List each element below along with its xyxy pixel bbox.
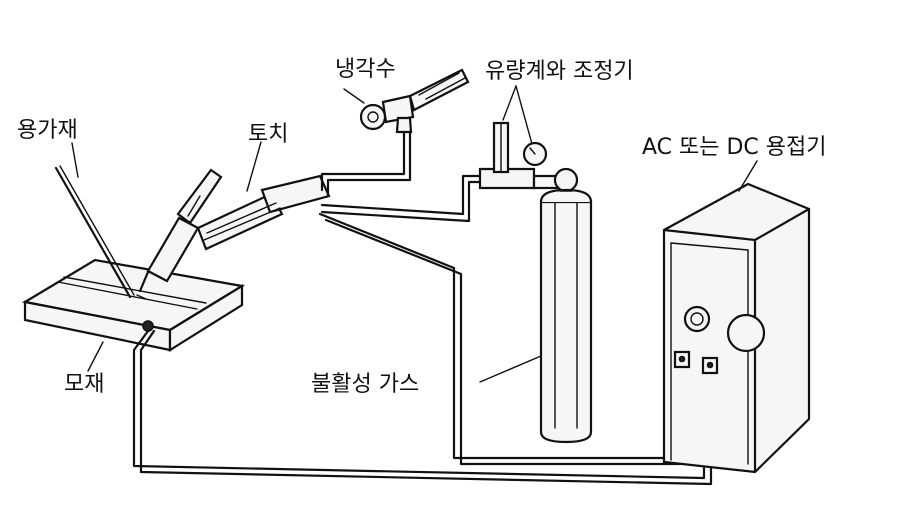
welding-machine bbox=[662, 182, 811, 474]
cooling-water-fitting bbox=[320, 68, 470, 198]
torch-label: 토치 bbox=[248, 122, 289, 147]
filler-rod-label: 용가재 bbox=[17, 118, 78, 143]
filler-rod bbox=[54, 165, 135, 299]
welder-label: AC 또는 DC 용접기 bbox=[642, 135, 827, 160]
gas-cylinder bbox=[539, 188, 593, 444]
base-metal-plate bbox=[21, 258, 246, 352]
inert-gas-label: 불활성 가스 bbox=[311, 372, 420, 397]
cables-and-hoses bbox=[132, 212, 713, 486]
torch-assembly bbox=[136, 168, 331, 300]
base-metal-label: 모재 bbox=[64, 372, 105, 397]
cooling-water-label: 냉각수 bbox=[335, 57, 396, 82]
flowmeter-regulator-label: 유량계와 조정기 bbox=[485, 59, 634, 84]
callout-lines bbox=[71, 85, 758, 383]
gas-line-and-regulator bbox=[320, 121, 579, 223]
